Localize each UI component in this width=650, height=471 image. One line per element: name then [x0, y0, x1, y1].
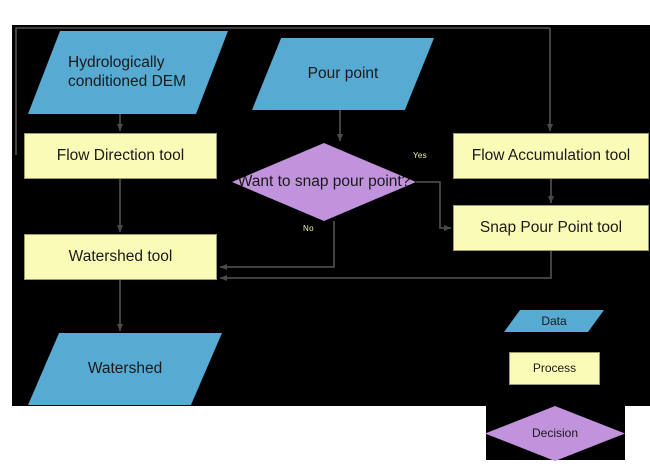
- edge-label-yes: Yes: [413, 151, 427, 160]
- node-label: Pour point: [307, 64, 379, 82]
- edge-decision-no-to-watershedtool: [219, 221, 335, 271]
- edge-snap-to-watershedtool: [219, 251, 552, 282]
- node-snap-pour-point-tool[interactable]: Snap Pour Point tool: [453, 205, 649, 251]
- node-hydrologically-conditioned-dem[interactable]: Hydrologically conditioned DEM: [28, 31, 228, 114]
- legend-item-data: Data: [504, 310, 604, 332]
- node-flow-accumulation-tool[interactable]: Flow Accumulation tool: [453, 133, 649, 179]
- node-label: Snap Pour Point tool: [479, 218, 623, 236]
- node-pour-point[interactable]: Pour point: [252, 38, 434, 110]
- node-watershed[interactable]: Watershed: [28, 333, 222, 405]
- edge-decision-yes-to-snap: [416, 181, 452, 232]
- legend-label: Data: [541, 313, 567, 328]
- edge-top-routing-bus: [15, 27, 550, 155]
- node-label: Want to snap pour point?: [237, 172, 411, 190]
- legend-label: Decision: [531, 426, 579, 441]
- node-label: Hydrologically conditioned DEM: [68, 53, 187, 90]
- node-watershed-tool[interactable]: Watershed tool: [24, 234, 217, 280]
- node-label: Watershed: [87, 359, 163, 377]
- edge-label-no: No: [303, 224, 314, 233]
- node-label: Watershed tool: [68, 247, 173, 265]
- node-label: Flow Accumulation tool: [471, 146, 631, 164]
- legend-label: Process: [532, 361, 577, 376]
- node-flow-direction-tool[interactable]: Flow Direction tool: [24, 133, 217, 179]
- legend-item-process: Process: [509, 352, 600, 385]
- node-label: Flow Direction tool: [56, 146, 185, 164]
